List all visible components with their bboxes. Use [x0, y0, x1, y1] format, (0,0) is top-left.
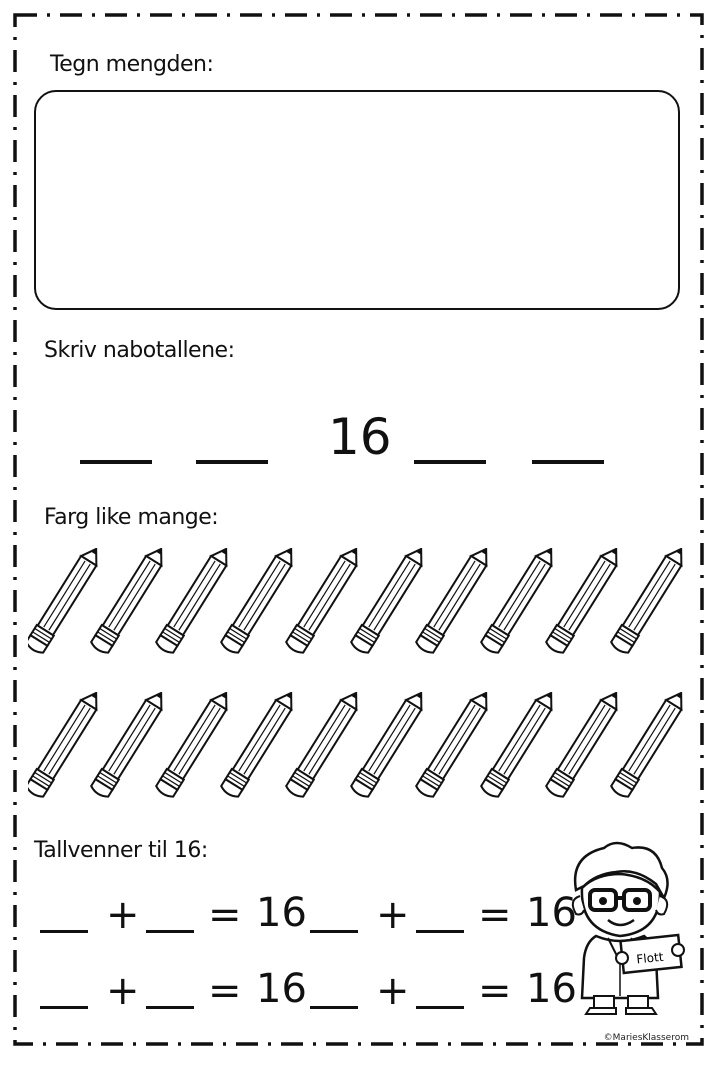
target-number: 16 — [526, 890, 577, 936]
addend-blank[interactable] — [40, 1006, 88, 1009]
addend-blank[interactable] — [416, 930, 464, 933]
page-frame — [12, 12, 705, 1047]
pencil-row-1 — [28, 548, 688, 657]
plus-sign: + — [376, 892, 410, 938]
pencil-icon[interactable] — [608, 548, 688, 657]
boy-with-glasses-icon: Flott — [571, 841, 685, 1015]
equals-sign: = — [208, 968, 242, 1014]
addend-blank[interactable] — [310, 1006, 358, 1009]
neighbor-blank-2[interactable] — [196, 460, 268, 464]
color-heading: Farg like mange: — [44, 505, 219, 530]
addend-blank[interactable] — [40, 930, 88, 933]
plus-sign: + — [376, 968, 410, 1014]
neighbor-blank-4[interactable] — [532, 460, 604, 464]
drawing-area[interactable] — [34, 90, 680, 310]
dash-dot-border — [13, 13, 704, 1046]
addend-blank[interactable] — [146, 1006, 194, 1009]
mascot-sign-text: Flott — [636, 950, 665, 967]
neighbor-blank-1[interactable] — [80, 460, 152, 464]
addend-blank[interactable] — [310, 930, 358, 933]
equals-sign: = — [478, 968, 512, 1014]
pencil-icon[interactable] — [608, 692, 688, 801]
copyright: ©MariesKlasserom — [603, 1033, 689, 1043]
equals-sign: = — [478, 892, 512, 938]
neighbor-blank-3[interactable] — [414, 460, 486, 464]
target-number: 16 — [256, 966, 307, 1012]
plus-sign: + — [106, 892, 140, 938]
neighbor-center-number: 16 — [328, 408, 392, 466]
neighbors-heading: Skriv nabotallene: — [44, 338, 235, 363]
plus-sign: + — [106, 968, 140, 1014]
equals-sign: = — [208, 892, 242, 938]
target-number: 16 — [526, 966, 577, 1012]
addend-blank[interactable] — [416, 1006, 464, 1009]
draw-heading: Tegn mengden: — [50, 52, 214, 77]
pencil-row-2 — [28, 692, 688, 801]
friends-heading: Tallvenner til 16: — [34, 838, 208, 863]
target-number: 16 — [256, 890, 307, 936]
addend-blank[interactable] — [146, 930, 194, 933]
